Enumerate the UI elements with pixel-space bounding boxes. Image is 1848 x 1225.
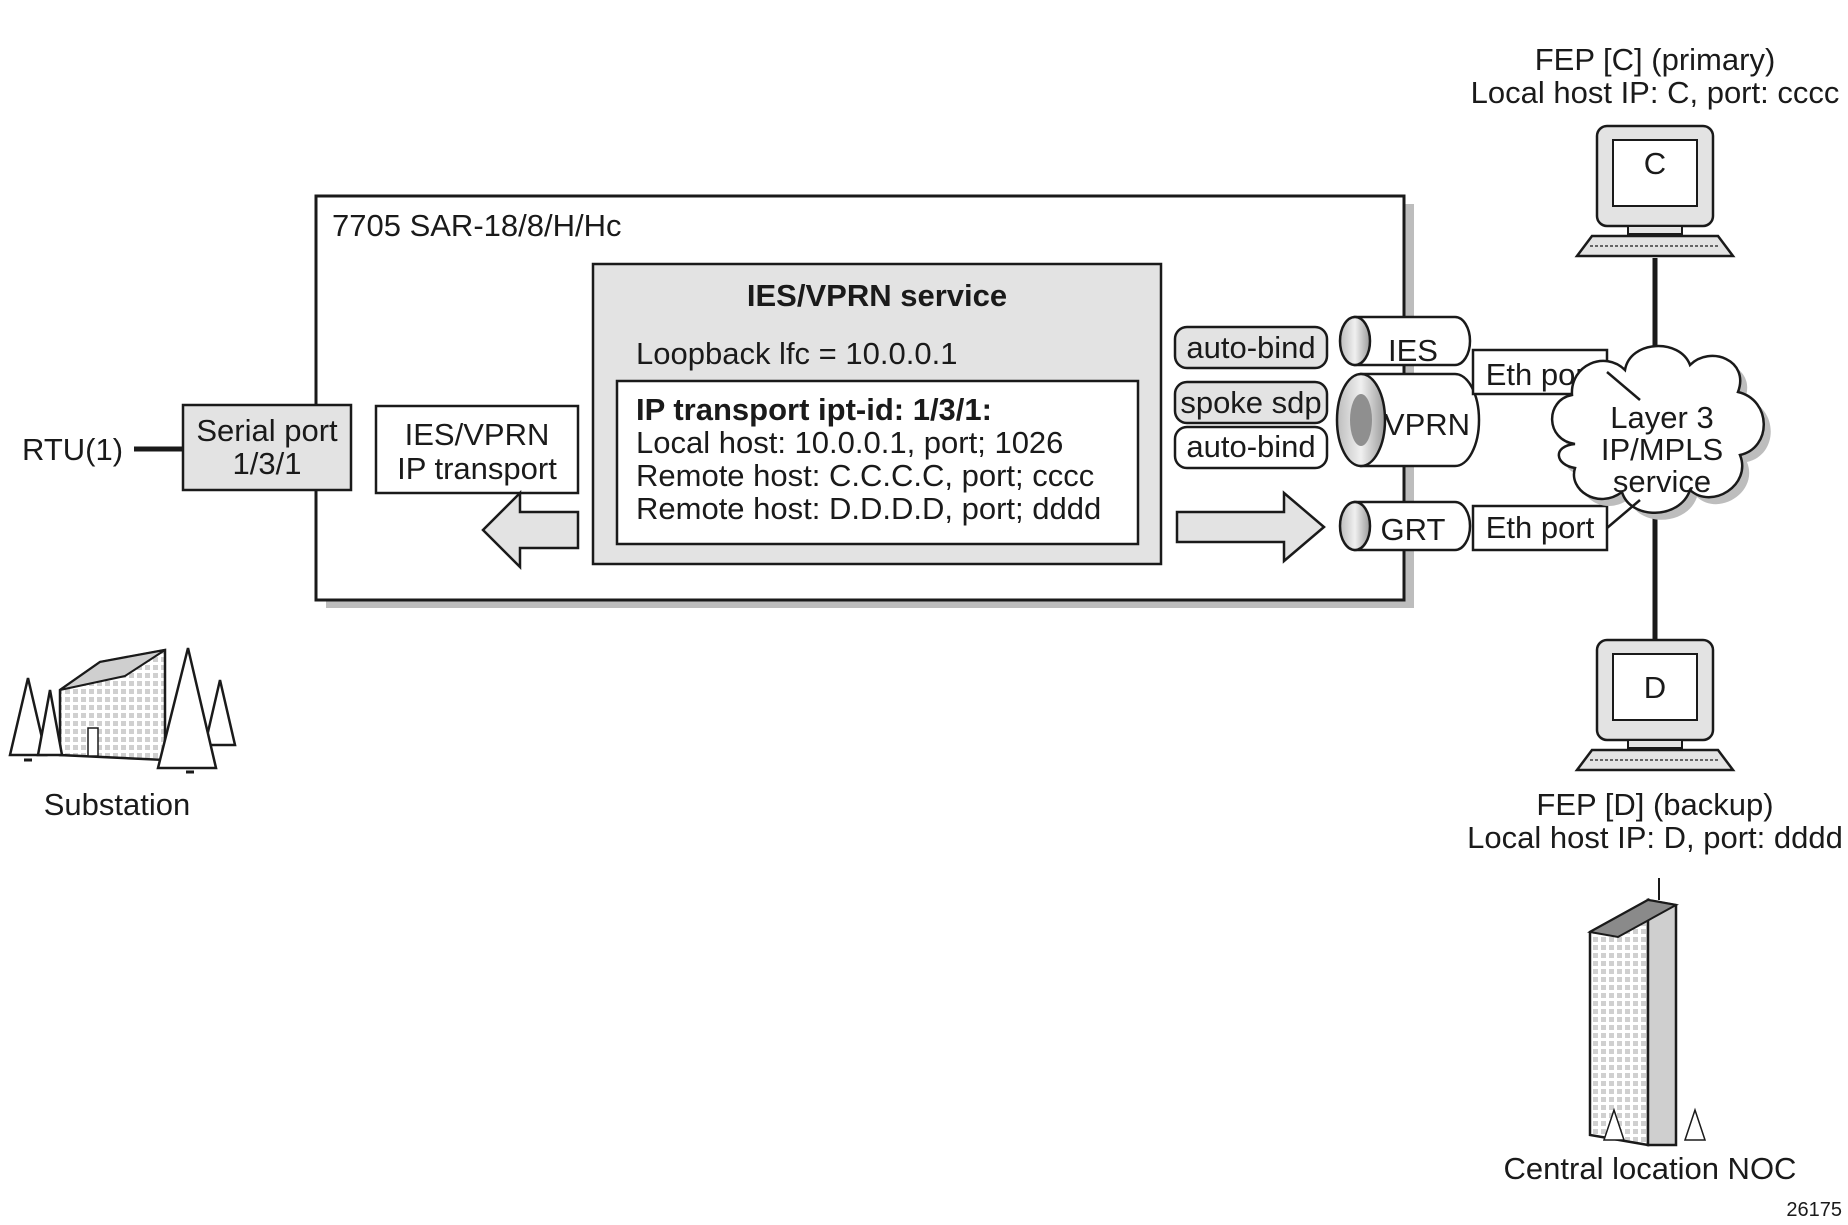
- loopback-label: Loopback lfc = 10.0.0.1: [636, 336, 957, 371]
- remote-host-c-line: Remote host: C.C.C.C, port; cccc: [636, 458, 1094, 493]
- grt-tunnel: GRT: [1338, 500, 1472, 552]
- transport-title: IP transport ipt-id: 1/3/1:: [636, 392, 992, 427]
- substation-icon: [8, 647, 237, 774]
- transport-config-box: [615, 379, 1140, 546]
- ip-transport-box: IES/VPRN IP transport: [374, 404, 580, 495]
- ies-tunnel: IES: [1338, 315, 1472, 368]
- auto-bind-bottom-label: auto-bind: [1186, 429, 1315, 464]
- vprn-tunnel: VPRN: [1335, 372, 1481, 468]
- ip-transport-line2: IP transport: [397, 451, 557, 486]
- spoke-sdp-label: spoke sdp: [1180, 385, 1321, 420]
- grt-label: GRT: [1381, 512, 1446, 547]
- auto-bind-top-label: auto-bind: [1186, 330, 1315, 365]
- rtu-label: RTU(1): [22, 432, 123, 467]
- router-label: 7705 SAR-18/8/H/Hc: [332, 208, 621, 243]
- ip-transport-line1: IES/VPRN: [405, 417, 550, 452]
- fep-d-computer-icon: D: [1574, 638, 1736, 772]
- remote-host-d-line: Remote host: D.D.D.D, port; dddd: [636, 491, 1101, 526]
- fep-c-screen-label: C: [1644, 146, 1666, 181]
- noc-label: Central location NOC: [1504, 1151, 1797, 1186]
- substation-label: Substation: [44, 787, 191, 822]
- spoke-sdp-pill: spoke sdp: [1173, 380, 1329, 425]
- fep-c-title: FEP [C] (primary): [1535, 42, 1776, 77]
- eth-port-bottom-label: Eth port: [1486, 510, 1595, 545]
- office-building-icon: [1587, 878, 1707, 1147]
- left-arrow: [481, 489, 580, 571]
- eth-port-bottom: Eth port: [1471, 504, 1609, 552]
- fep-c-host: Local host IP: C, port: cccc: [1471, 75, 1840, 110]
- ip-mpls-cloud: Layer 3 IP/MPLS service: [1550, 344, 1771, 520]
- ies-label: IES: [1388, 333, 1438, 368]
- cloud-line1: Layer 3: [1610, 400, 1713, 435]
- eth-top-link: [1606, 371, 1641, 401]
- right-arrow: [1175, 490, 1326, 564]
- cloud-line2: IP/MPLS: [1601, 432, 1723, 467]
- fep-d-title: FEP [D] (backup): [1536, 787, 1773, 822]
- fep-d-screen-label: D: [1644, 670, 1666, 705]
- service-title: IES/VPRN service: [747, 278, 1007, 313]
- serial-port-box: Serial port 1/3/1: [181, 403, 353, 492]
- figure-id: 26175: [1786, 1199, 1842, 1221]
- auto-bind-bottom-pill: auto-bind: [1173, 425, 1329, 470]
- cloud-line3: service: [1613, 464, 1711, 499]
- fep-c-computer-icon: C: [1574, 124, 1736, 258]
- serial-port-line1: Serial port: [196, 413, 338, 448]
- local-host-line: Local host: 10.0.0.1, port; 1026: [636, 425, 1063, 460]
- auto-bind-top-pill: auto-bind: [1173, 325, 1329, 370]
- eth-bottom-link: [1606, 499, 1641, 529]
- serial-port-line2: 1/3/1: [233, 446, 302, 481]
- service-box: IES/VPRN service Loopback lfc = 10.0.0.1…: [591, 262, 1163, 566]
- vprn-label: VPRN: [1384, 407, 1470, 442]
- fep-d-host: Local host IP: D, port: dddd: [1467, 820, 1843, 855]
